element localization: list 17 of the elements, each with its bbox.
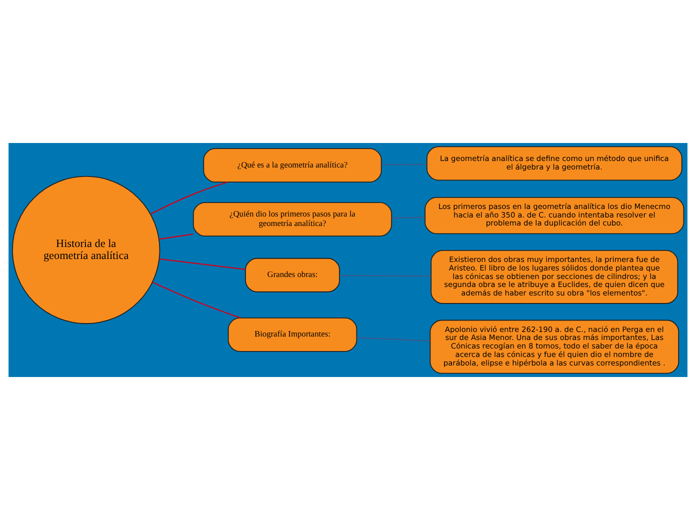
node-box: La geometría analítica se define como un método que unifica el álgebra y la geometría. [426, 146, 682, 181]
connector [150, 182, 228, 214]
node-box: Los primeros pasos en la geometría analítica los dio Menecmo hacia el año 350 a. de C. cuando intentaba resolver el problema de la duplicación del cubo. [424, 196, 684, 234]
node-box: Existieron dos obras muy importantes, la primera fue de Aristeo. El libro de los lugares sólidos donde plantea que las cónicas se obtienen por secciones de cilindros; y la segunda obra se le atribuye a Euclides, de quien dicen que además de haber escrito su obra "los elementos". [430, 250, 678, 304]
connector [356, 337, 430, 342]
node-box: ¿Quién dio los primeros pasos para la geometría analítica? [192, 202, 392, 236]
node-box: ¿Qué es a la geometría analítica? [203, 148, 382, 183]
connector [340, 274, 431, 277]
connector [159, 234, 194, 240]
connector [159, 258, 246, 270]
connector [381, 164, 427, 166]
node-circle: Historia de la geometría analítica [12, 176, 160, 324]
connector [392, 216, 425, 218]
connector [152, 282, 241, 318]
node-box: Grandes obras: [245, 258, 340, 292]
node-box: Biografía Importantes: [228, 317, 358, 352]
node-box: Apolonio vivió entre 262-190 a. de C., nació en Perga en el sur de Asia Menor. Una de sus obras más importantes, Las Cónicas recogían en 8 tomos, todo el saber de la época acerca de las cónicas y fue él quien dio el nombre de parábola, elipse e hipérbola a las curvas correspondientes . [430, 320, 680, 374]
